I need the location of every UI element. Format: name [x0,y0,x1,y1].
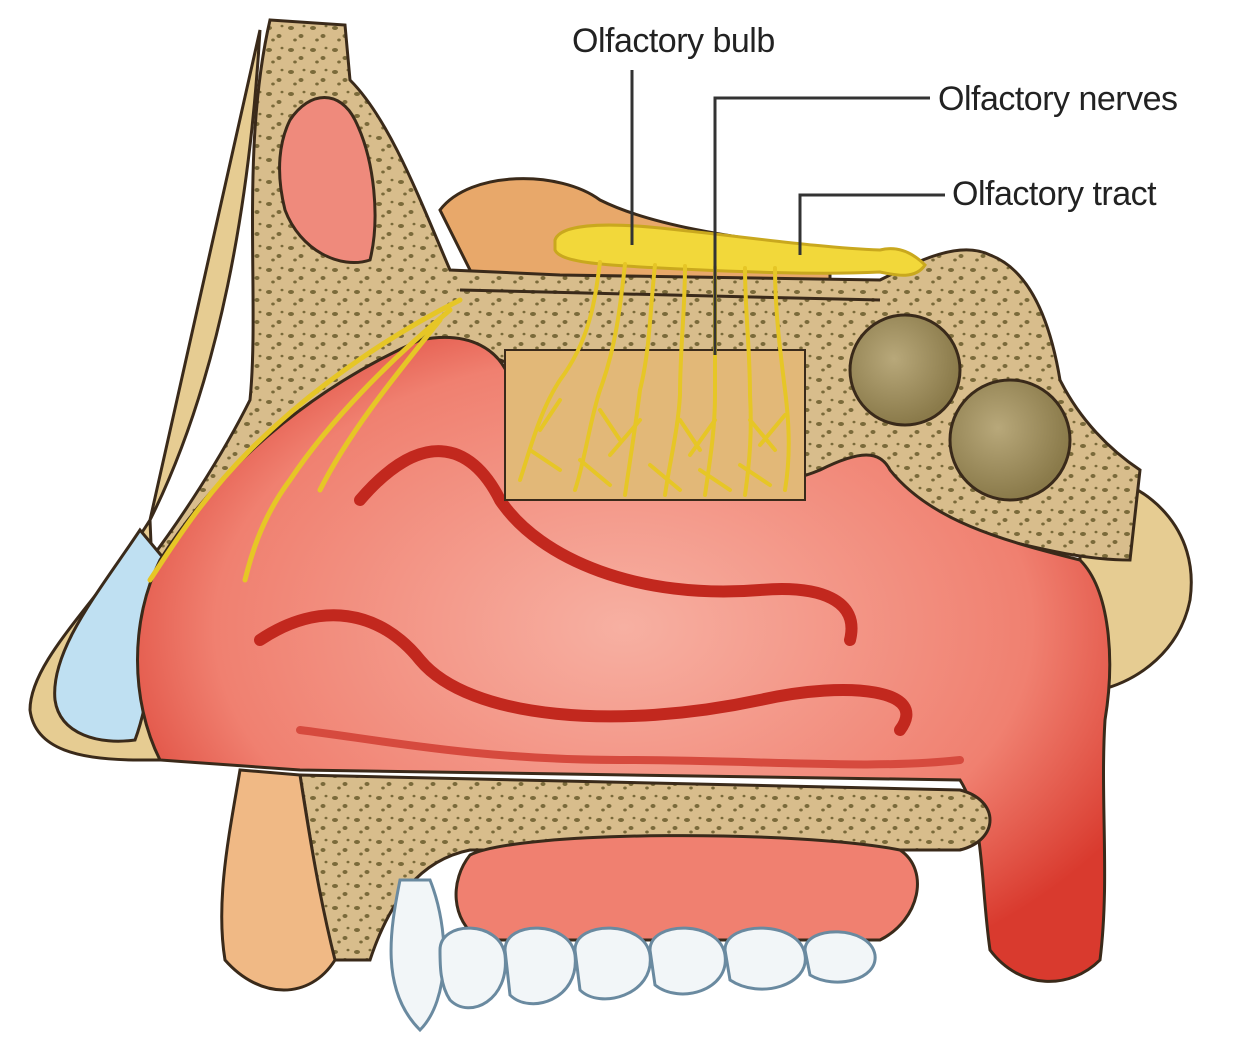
tooth-6 [805,932,875,982]
tooth-5 [725,928,805,989]
tooth-4 [650,928,725,994]
gum [456,836,917,940]
tooth-1 [440,928,505,1008]
tooth-3 [575,928,650,999]
sphenoid-sinus-upper [850,315,960,425]
sphenoid-sinus-lower [950,380,1070,500]
incisor-front [391,880,444,1030]
label-olfactory-nerves: Olfactory nerves [938,80,1178,118]
label-olfactory-tract: Olfactory tract [952,175,1157,213]
label-olfactory-bulb: Olfactory bulb [572,22,775,60]
tooth-2 [505,928,575,1004]
